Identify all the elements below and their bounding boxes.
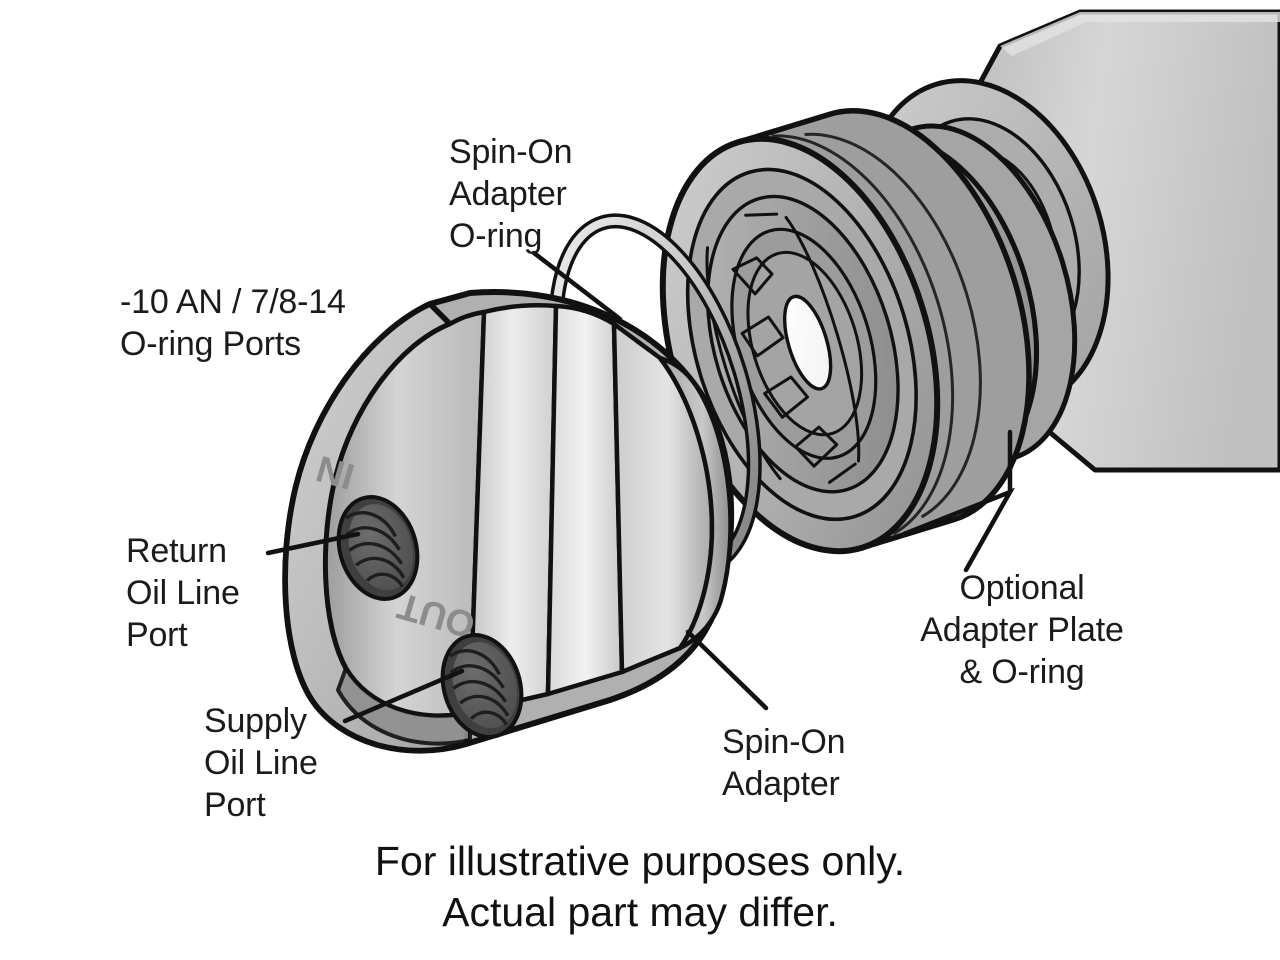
return-oil-line-port-hole <box>336 495 420 601</box>
leader-lines <box>265 250 1016 724</box>
spin-on-adapter-disc <box>659 108 1032 555</box>
label-spin-on-adapter-o-ring: Spin-On Adapter O-ring <box>449 133 573 255</box>
leader-supply-oil-line-port <box>342 668 465 724</box>
leader-spin-on-adapter-o-ring <box>531 250 623 322</box>
leader-spin-on-adapter <box>685 629 769 711</box>
label-spin-on-adapter: Spin-On Adapter <box>722 723 846 803</box>
label-an-port-spec: -10 AN / 7/8-14 O-ring Ports <box>120 283 346 363</box>
spin-on-adapter-block: IN OUT <box>282 289 735 754</box>
label-optional-adapter-plate-and-o-ring: Optional Adapter Plate & O-ring <box>920 569 1124 691</box>
supply-oil-line-port-hole <box>440 633 524 739</box>
label-supply-oil-line-port: Supply Oil Line Port <box>204 702 318 824</box>
leader-return-oil-line-port <box>265 531 361 556</box>
disclaimer-caption-line-2: Actual part may differ. <box>442 889 838 935</box>
disclaimer-caption-line-1: For illustrative purposes only. <box>374 838 906 884</box>
label-return-oil-line-port: Return Oil Line Port <box>126 532 240 654</box>
